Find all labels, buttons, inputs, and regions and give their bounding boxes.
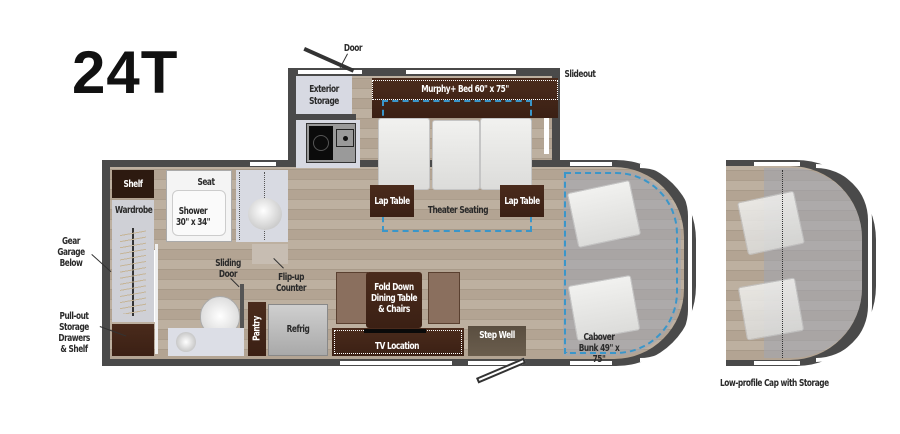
divider-wall	[296, 114, 356, 120]
low-profile-cap-view: Low-profile Cap with Storage	[720, 0, 900, 434]
door-label: Door	[343, 43, 363, 54]
cap-window-top	[754, 162, 800, 166]
pull-out-storage-label: Pull-out Storage Drawers & Shelf	[58, 311, 90, 355]
refrig-label: Refrig	[286, 324, 310, 335]
slideout-label: Slideout	[564, 69, 596, 80]
hangers	[120, 230, 146, 314]
model-title: 24T	[72, 39, 179, 106]
sink-icon	[248, 198, 282, 230]
exterior-storage	[296, 76, 352, 114]
shower-label: Shower 30" x 34"	[175, 206, 211, 228]
cabover-bunk-label: Cabover Bunk 49" x 75"	[578, 332, 620, 365]
cap-curve-window	[816, 164, 872, 362]
seat-label: Seat	[197, 177, 215, 188]
cooktop	[306, 123, 356, 163]
lap-table-left-label: Lap Table	[374, 196, 410, 207]
lap-table-left[interactable]	[370, 185, 414, 217]
dining-chair-left	[336, 272, 368, 324]
window-top-cab	[570, 162, 612, 166]
window-top-bath	[250, 162, 276, 166]
window-bottom-tv	[340, 361, 452, 365]
pull-out-storage[interactable]	[112, 324, 154, 356]
window-bottom-step	[468, 361, 523, 365]
cap-dotted-line	[782, 170, 783, 358]
sliding-door-label: Sliding Door	[215, 258, 241, 280]
theater-seat-left	[378, 118, 430, 190]
slideout-window-mid	[406, 70, 516, 74]
theater-seat-center	[432, 120, 480, 190]
sliding-door[interactable]	[240, 284, 244, 342]
shower-pan	[172, 190, 226, 236]
tv-icon	[364, 329, 426, 333]
gear-garage-label: Gear Garage Below	[57, 236, 85, 269]
cap-window-bottom	[754, 361, 800, 365]
murphy-bed-cabinet	[372, 78, 558, 118]
flip-up-counter[interactable]	[252, 244, 288, 264]
exterior-storage-label: Exterior Storage	[309, 84, 339, 107]
pantry[interactable]	[248, 302, 266, 356]
cabover-bunk-outline[interactable]	[564, 172, 678, 354]
slideout-window-left	[298, 70, 362, 74]
flip-up-counter-label: Flip-up Counter	[275, 272, 307, 294]
shelf	[112, 170, 154, 198]
dining-chair-right	[428, 272, 460, 324]
theater-seating-label: Theater Seating	[427, 205, 489, 216]
window-bottom-cab	[570, 361, 612, 365]
bath-sink-icon	[176, 332, 196, 352]
pantry-label: Pantry	[251, 316, 263, 341]
tv-location-label: TV Location	[375, 341, 419, 352]
cap-seat-driver	[737, 277, 805, 341]
low-profile-cap-label: Low-profile Cap with Storage	[720, 378, 829, 389]
slideout-window-right	[544, 90, 549, 154]
dining-table-label: Fold Down Dining Table & Chairs	[370, 282, 418, 315]
theater-seat-right	[480, 118, 532, 190]
lap-table-right-label: Lap Table	[504, 196, 540, 207]
murphy-bed-outline	[372, 80, 558, 100]
bath-divider	[155, 244, 158, 354]
gas-burner-icon	[336, 129, 354, 147]
induction-burner-icon	[309, 126, 333, 160]
refrigerator[interactable]	[268, 304, 328, 356]
lap-table-right[interactable]	[500, 185, 544, 217]
murphy-bed-label: Murphy+ Bed 60" x 75"	[421, 84, 509, 95]
step-well-label: Step Well	[479, 330, 515, 341]
floorplan-main: Exterior Storage Murphy+ Bed 60" x 75" L…	[57, 43, 696, 384]
shelf-label: Shelf	[123, 179, 143, 190]
dining-table[interactable]	[366, 272, 422, 328]
wardrobe-label: Wardrobe	[115, 205, 153, 216]
step-well[interactable]	[468, 326, 526, 356]
